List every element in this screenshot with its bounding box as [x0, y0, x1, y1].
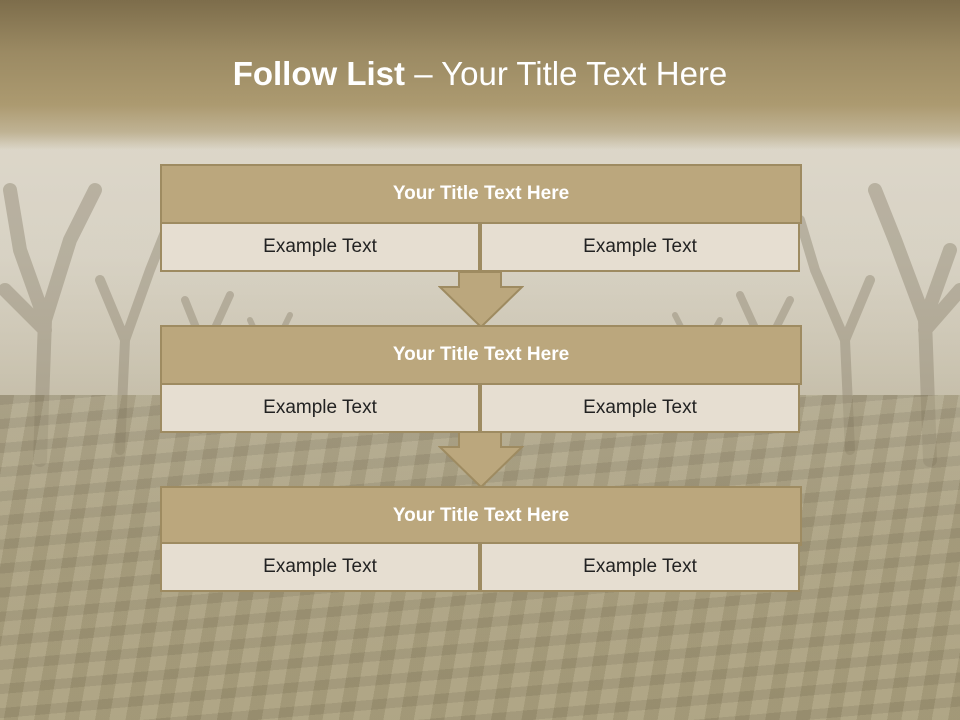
step-title: Your Title Text Here: [160, 164, 802, 224]
step-cell-right: Example Text: [480, 222, 800, 272]
step-cell-left: Example Text: [160, 542, 480, 592]
step-cell-left: Example Text: [160, 222, 480, 272]
step-cell-right: Example Text: [480, 542, 800, 592]
step-title: Your Title Text Here: [160, 325, 802, 385]
header-band: [0, 0, 960, 150]
slide-title: Follow List – Your Title Text Here: [0, 55, 960, 93]
down-arrow-icon: [438, 431, 524, 489]
flow-step-2: Your Title Text Here Example Text Exampl…: [160, 325, 802, 433]
step-cell-left: Example Text: [160, 383, 480, 433]
title-rest: – Your Title Text Here: [405, 55, 728, 92]
down-arrow-icon: [438, 271, 524, 329]
flow-step-3: Your Title Text Here Example Text Exampl…: [160, 486, 802, 592]
title-bold: Follow List: [232, 55, 406, 92]
step-title: Your Title Text Here: [160, 486, 802, 546]
flow-step-1: Your Title Text Here Example Text Exampl…: [160, 164, 802, 272]
step-cell-right: Example Text: [480, 383, 800, 433]
